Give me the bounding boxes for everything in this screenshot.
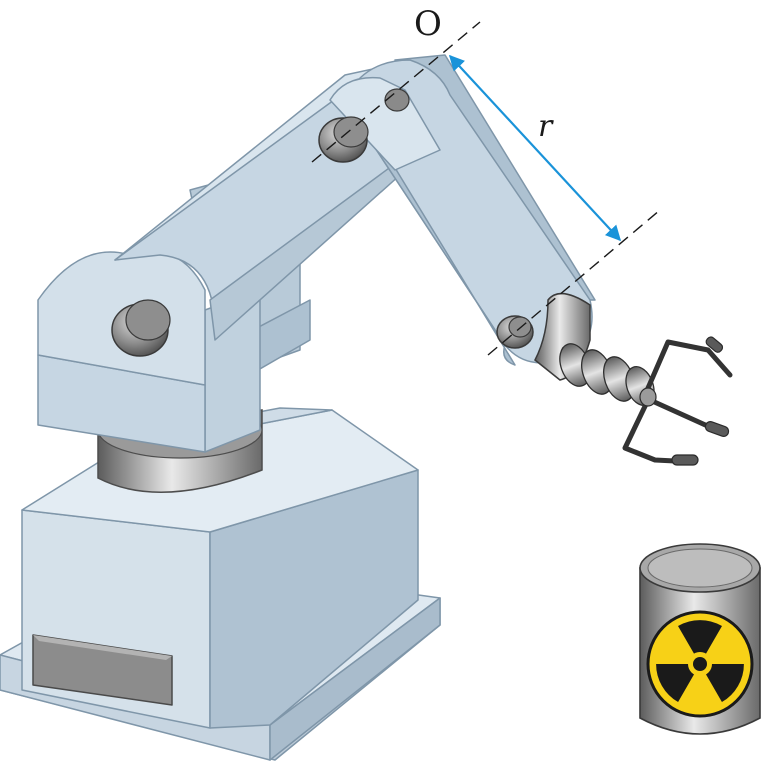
radius-label: r (538, 109, 554, 144)
shoulder-pin-icon (111, 299, 171, 357)
gripper-icon (534, 292, 733, 466)
wrist-pin-icon (496, 315, 534, 349)
radius-dimension: r (448, 54, 622, 242)
radius-arrow (448, 54, 622, 242)
elbow-pin-icon (318, 88, 410, 163)
radiation-symbol-icon (646, 610, 754, 718)
radioactive-barrel-icon (639, 543, 761, 735)
axis-lines (311, 21, 661, 356)
pivot-axis-line (311, 21, 481, 163)
pivot-label: O (414, 4, 442, 44)
